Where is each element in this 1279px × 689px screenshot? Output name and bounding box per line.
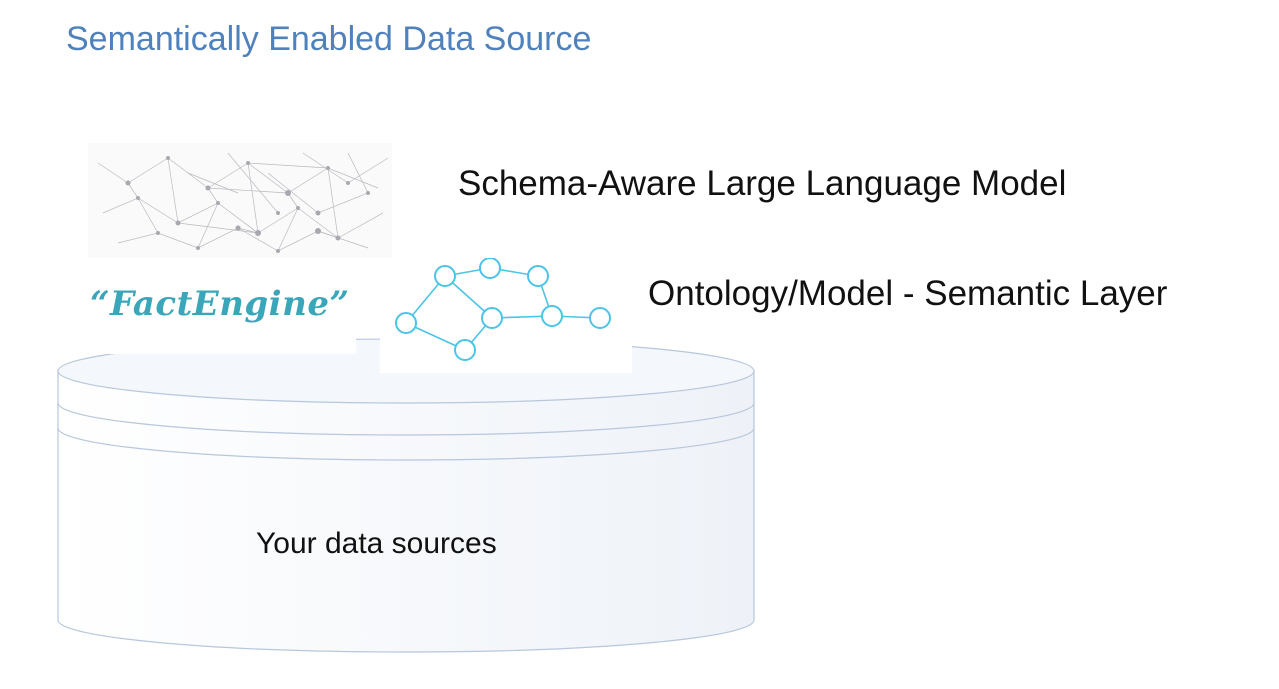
ontology-graph-image xyxy=(380,258,632,373)
llm-label: Schema-Aware Large Language Model xyxy=(458,164,1067,203)
data-sources-label: Your data sources xyxy=(256,527,497,560)
logo-text: “FactEngine” xyxy=(90,284,350,324)
ontology-label: Ontology/Model - Semantic Layer xyxy=(648,274,1168,313)
network-image xyxy=(88,143,392,258)
page-title: Semantically Enabled Data Source xyxy=(66,20,592,58)
factengine-logo: “FactEngine” xyxy=(86,262,356,354)
